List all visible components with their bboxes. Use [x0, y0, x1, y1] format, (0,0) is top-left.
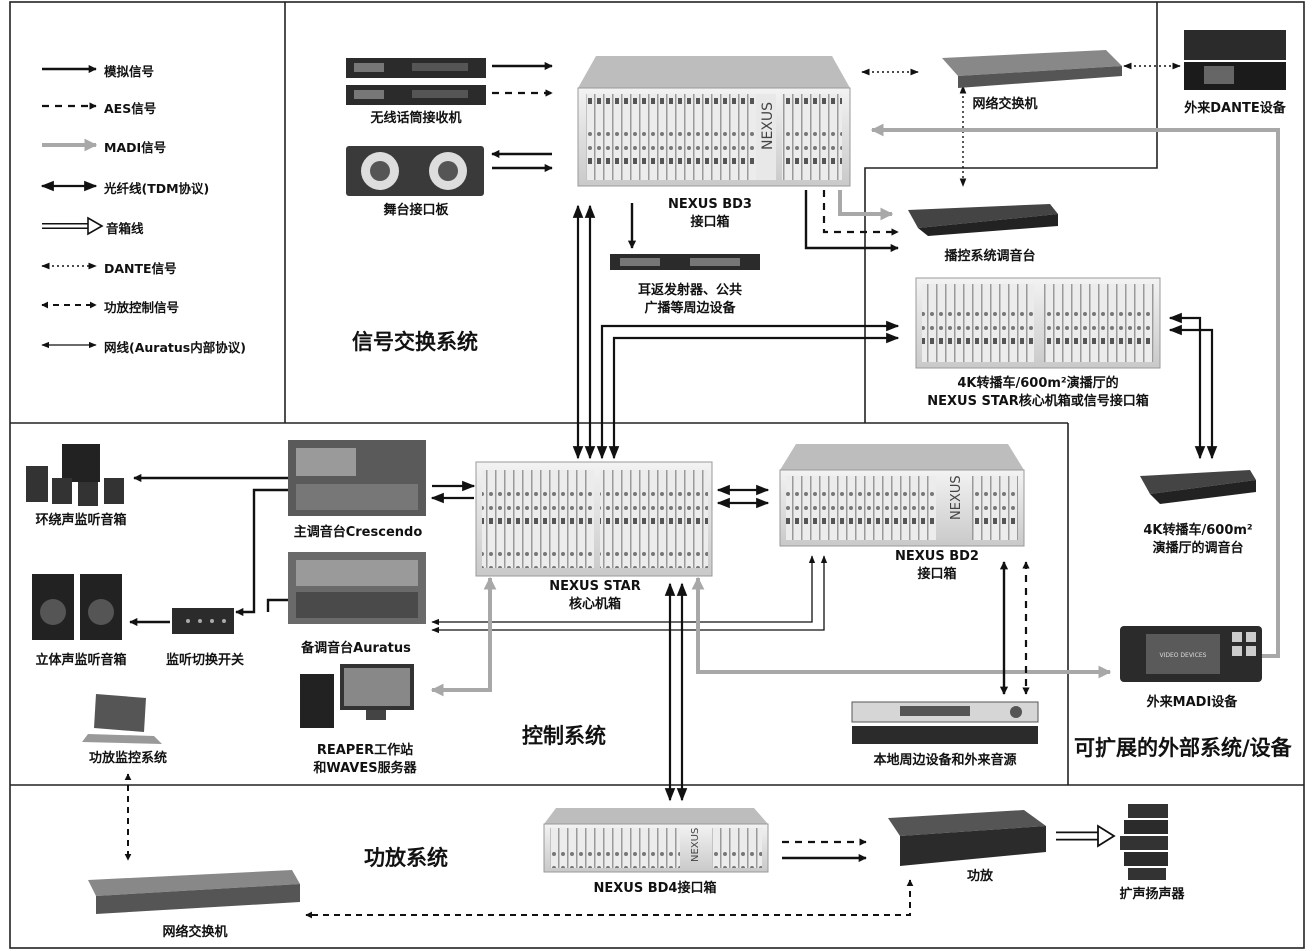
- network-switch-bottom-device: [88, 870, 300, 914]
- legend-label: AES信号: [104, 101, 157, 116]
- console-4k-device: [1140, 470, 1256, 504]
- label-star-4k-line2: NEXUS STAR核心机箱或信号接口箱: [927, 394, 1149, 409]
- laptop-device: [82, 694, 162, 744]
- video-devices-logo: VIDEO DEVICES: [1160, 652, 1207, 659]
- label-network-switch-bottom: 网络交换机: [162, 925, 228, 940]
- label-monitor-switch: 监听切换开关: [165, 653, 244, 668]
- label-amplifier: 功放: [966, 869, 993, 884]
- label-nexus-star-line1: NEXUS STAR: [549, 579, 641, 594]
- nexus-logo-bd2: NEXUS: [949, 475, 964, 520]
- nexus-star-device: [475, 461, 713, 577]
- surround-monitor-device: [26, 444, 124, 506]
- dante-device-graphic: [1184, 30, 1286, 90]
- legend-label: 模拟信号: [104, 64, 155, 79]
- label-bd4: NEXUS BD4接口箱: [593, 881, 717, 896]
- label-local-peripheral: 本地周边设备和外来音源: [873, 753, 1017, 768]
- amplifier-device: [888, 810, 1046, 866]
- label-console-4k-line2: 演播厅的调音台: [1152, 541, 1244, 556]
- zone-title-external: 可扩展的外部系统/设备: [1074, 736, 1292, 760]
- label-bd3-line2: 接口箱: [690, 215, 730, 230]
- label-iem-line1: 耳返发射器、公共: [637, 283, 742, 298]
- label-bd3-line1: NEXUS BD3: [668, 197, 752, 212]
- stage-panel-device: [346, 146, 484, 196]
- label-nexus-star-line2: 核心机箱: [568, 597, 621, 612]
- label-reaper-line1: REAPER工作站: [316, 743, 414, 758]
- label-pa-speaker: 扩声扬声器: [1119, 887, 1185, 902]
- legend-label: 网线(Auratus内部协议): [104, 340, 246, 355]
- reaper-workstation-device: [300, 664, 414, 728]
- label-backup-console: 备调音台Auratus: [301, 641, 411, 656]
- label-stage-panel: 舞台接口板: [383, 203, 449, 218]
- label-amp-monitor: 功放监控系统: [88, 751, 167, 766]
- legend-symbols: [40, 64, 104, 349]
- label-wireless-receiver: 无线话筒接收机: [370, 111, 462, 126]
- legend-label: 光纤线(TDM协议): [104, 181, 210, 196]
- label-bd2-line1: NEXUS BD2: [895, 549, 979, 564]
- madi-device-graphic: VIDEO DEVICES: [1120, 626, 1262, 682]
- zone-title-amplifier: 功放系统: [364, 846, 448, 870]
- local-peripheral-device: [851, 701, 1039, 744]
- connections: [124, 61, 1280, 919]
- nexus-logo-bd4: NEXUS: [690, 828, 701, 862]
- label-broadcast-console: 播控系统调音台: [944, 249, 1036, 264]
- legend-label: 功放控制信号: [104, 300, 180, 315]
- label-surround-monitor: 环绕声监听音箱: [35, 513, 127, 528]
- nexus-star-4k-device: [915, 277, 1161, 369]
- network-switch-top-device: [942, 50, 1122, 88]
- main-console-device: [288, 440, 426, 516]
- label-network-switch-top: 网络交换机: [972, 97, 1038, 112]
- nexus-bd2-device: NEXUS: [779, 444, 1025, 547]
- pa-speaker-device: [1120, 804, 1168, 880]
- nexus-logo-bd3: NEXUS: [760, 102, 776, 150]
- label-bd2-line2: 接口箱: [917, 567, 957, 582]
- label-star-4k-line1: 4K转播车/600m²演播厅的: [957, 376, 1119, 391]
- legend-label: MADI信号: [104, 140, 167, 155]
- label-reaper-line2: 和WAVES服务器: [313, 761, 417, 776]
- stereo-monitor-device: [32, 574, 122, 640]
- label-madi-external: 外来MADI设备: [1146, 695, 1238, 710]
- monitor-switch-device: [172, 608, 234, 634]
- label-main-console: 主调音台Crescendo: [293, 525, 423, 540]
- device-graphics: NEXUS NEXUS VIDEO DEVICES: [26, 30, 1286, 914]
- label-console-4k-line1: 4K转播车/600m²: [1143, 523, 1253, 538]
- iem-transmitter-device: [610, 254, 760, 270]
- zone-title-signal-exchange: 信号交换系统: [352, 330, 478, 354]
- legend-label: 音箱线: [106, 221, 144, 236]
- label-dante-external: 外来DANTE设备: [1184, 101, 1286, 116]
- backup-console-device: [288, 552, 426, 624]
- wireless-receiver-device: [346, 58, 486, 105]
- label-iem-line2: 广播等周边设备: [644, 301, 736, 316]
- zone-title-control: 控制系统: [522, 724, 606, 748]
- legend-label: DANTE信号: [104, 261, 177, 276]
- nexus-bd3-device: NEXUS: [577, 56, 851, 187]
- broadcast-console-device: [908, 204, 1058, 236]
- nexus-bd4-device: NEXUS: [543, 808, 769, 873]
- label-stereo-monitor: 立体声监听音箱: [35, 653, 127, 668]
